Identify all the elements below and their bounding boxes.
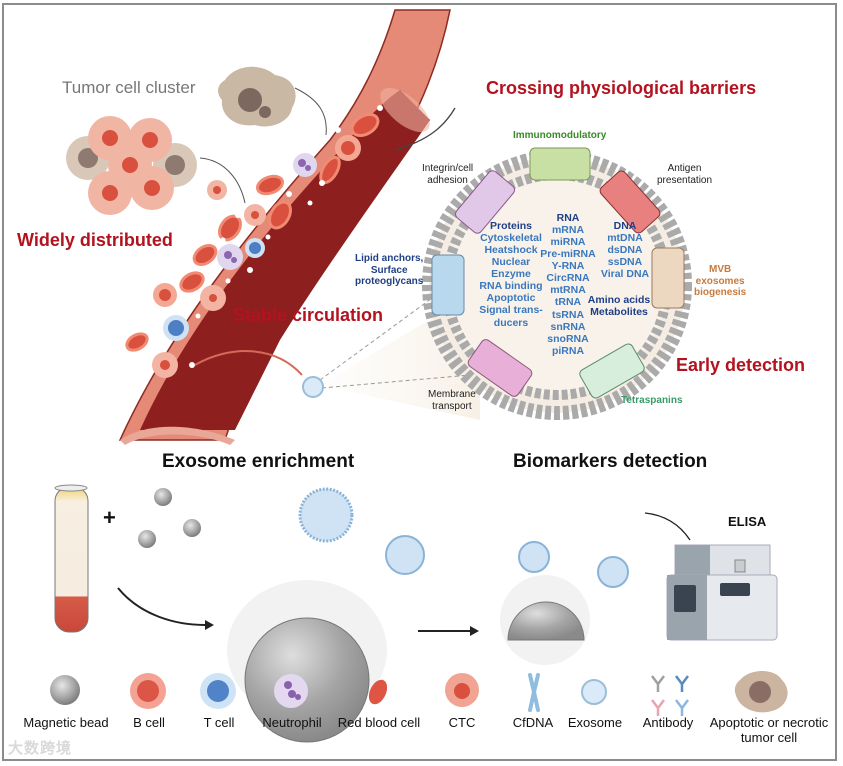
rna-item: snRNA bbox=[550, 320, 586, 333]
apoptotic-tumor-cell bbox=[218, 66, 296, 127]
legend-exosome: Exosome bbox=[567, 715, 623, 730]
arrow-enrichment bbox=[117, 587, 206, 626]
stable-circulation-label: Stable circulation bbox=[233, 305, 384, 325]
legend-cfdna: CfDNA bbox=[512, 715, 554, 730]
apoptotic-cell-icon bbox=[734, 671, 788, 713]
exosome-detected-1 bbox=[518, 541, 550, 573]
legend-b-cell: B cell bbox=[133, 715, 165, 730]
legend-antibody: Antibody bbox=[642, 715, 694, 730]
arrow-to-elisa bbox=[644, 512, 691, 541]
exosome-diagram bbox=[422, 147, 692, 420]
rna-item: Pre-miRNA bbox=[540, 248, 596, 261]
antigen-protein bbox=[599, 170, 661, 234]
small-exosome bbox=[302, 376, 324, 398]
protein-item: Nuclear bbox=[491, 256, 531, 269]
zoom-line-bottom bbox=[321, 374, 471, 389]
arrow-apoptotic-to-vessel bbox=[294, 87, 327, 136]
antigen-label: Antigen presentation bbox=[657, 163, 713, 186]
lipid-anchors-label: Lipid anchors, Surface proteoglycans bbox=[355, 253, 424, 287]
exosome-detected-2 bbox=[597, 556, 629, 588]
exosome-captured-2 bbox=[385, 535, 425, 575]
immunomodulatory-protein bbox=[529, 147, 591, 181]
other-cargo-column: Amino acids Metabolites bbox=[584, 294, 654, 318]
early-detection-label: Early detection bbox=[676, 355, 806, 375]
dna-item: Viral DNA bbox=[600, 268, 650, 281]
protein-item: Apoptotic bbox=[486, 292, 536, 305]
rna-item: snoRNA bbox=[547, 332, 589, 345]
integrin-protein bbox=[455, 170, 515, 234]
rna-item: mtRNA bbox=[550, 284, 586, 297]
elisa-label: ELISA bbox=[728, 514, 767, 529]
tetraspanin-protein bbox=[579, 343, 645, 399]
antibody-icon bbox=[651, 675, 689, 716]
legend-icons bbox=[50, 671, 788, 716]
exosome-enrichment-title: Exosome enrichment bbox=[162, 451, 355, 472]
tumor-cell-cluster-label: Tumor cell cluster bbox=[62, 78, 196, 97]
membrane-transport-label: Membrane transport bbox=[428, 389, 476, 412]
crossing-barriers-label: Crossing physiological barriers bbox=[486, 78, 757, 98]
protein-item: Cytoskeletal bbox=[480, 232, 542, 245]
lipid-anchor-protein bbox=[431, 254, 465, 316]
magnetic-bead-large bbox=[227, 580, 387, 743]
membrane-transport-protein bbox=[467, 339, 533, 397]
legend-red-blood-cell: Red blood cell bbox=[337, 715, 421, 730]
tumor-cell-cluster bbox=[66, 116, 227, 215]
dna-heading: DNA bbox=[613, 220, 637, 232]
rna-item: piRNA bbox=[551, 344, 585, 357]
blood-tube bbox=[54, 484, 89, 633]
protein-item: RNA binding bbox=[479, 280, 543, 293]
exosome-captured-1 bbox=[298, 487, 354, 543]
rna-item: tsRNA bbox=[551, 308, 585, 321]
rna-heading: RNA bbox=[556, 212, 580, 224]
arrow-cluster-to-vessel bbox=[199, 157, 246, 204]
red-blood-cell-icon bbox=[368, 679, 388, 705]
biomarkers-detection-title: Biomarkers detection bbox=[513, 451, 708, 472]
rna-item: mRNA bbox=[551, 224, 585, 237]
legend-apoptotic-cell: Apoptotic or necrotic tumor cell bbox=[709, 715, 829, 745]
protein-item: Enzyme bbox=[491, 268, 531, 281]
legend-neutrophil: Neutrophil bbox=[262, 715, 322, 730]
dna-item: dsDNA bbox=[607, 244, 643, 257]
amino-acids-label: Amino acids bbox=[587, 294, 651, 306]
mvb-label: MVB exosomes biogenesis bbox=[694, 264, 747, 298]
cfdna-icon bbox=[528, 673, 540, 712]
widely-distributed-label: Widely distributed bbox=[17, 230, 173, 250]
rna-item: tRNA bbox=[554, 296, 582, 309]
dna-item: mtDNA bbox=[607, 232, 643, 245]
protein-item: Heatshock bbox=[484, 244, 538, 257]
elisa-machine bbox=[666, 544, 778, 641]
zoom-line-top bbox=[319, 284, 451, 381]
rna-item: CircRNA bbox=[546, 272, 590, 285]
magnetic-beads-small bbox=[138, 488, 201, 548]
protein-item: Signal trans- bbox=[479, 304, 543, 317]
tetraspanins-label: Tetraspanins bbox=[621, 395, 683, 406]
watermark: 大数跨境 bbox=[8, 740, 73, 757]
mvb-protein bbox=[651, 247, 685, 309]
legend-ctc: CTC bbox=[448, 715, 476, 730]
legend-t-cell: T cell bbox=[203, 715, 235, 730]
arrow-crossing-barriers bbox=[394, 107, 456, 151]
immunomodulatory-label: Immunomodulatory bbox=[513, 130, 607, 141]
protein-item: ducers bbox=[493, 316, 529, 329]
exosome-icon bbox=[581, 679, 607, 705]
legend-magnetic-bead: Magnetic bead bbox=[23, 715, 109, 730]
metabolites-label: Metabolites bbox=[590, 306, 648, 319]
proteins-heading: Proteins bbox=[489, 220, 532, 232]
rna-item: miRNA bbox=[550, 236, 586, 249]
vessel-cells bbox=[125, 105, 383, 378]
rna-item: Y-RNA bbox=[551, 260, 585, 273]
plus-sign: + bbox=[103, 505, 116, 530]
magnetic-bead-icon bbox=[50, 675, 80, 705]
dna-item: ssDNA bbox=[607, 256, 643, 269]
magnetic-bead-detection bbox=[500, 575, 590, 665]
arrow-to-exosome bbox=[194, 350, 303, 376]
integrin-label: Integrin/cell adhesion bbox=[422, 163, 474, 186]
